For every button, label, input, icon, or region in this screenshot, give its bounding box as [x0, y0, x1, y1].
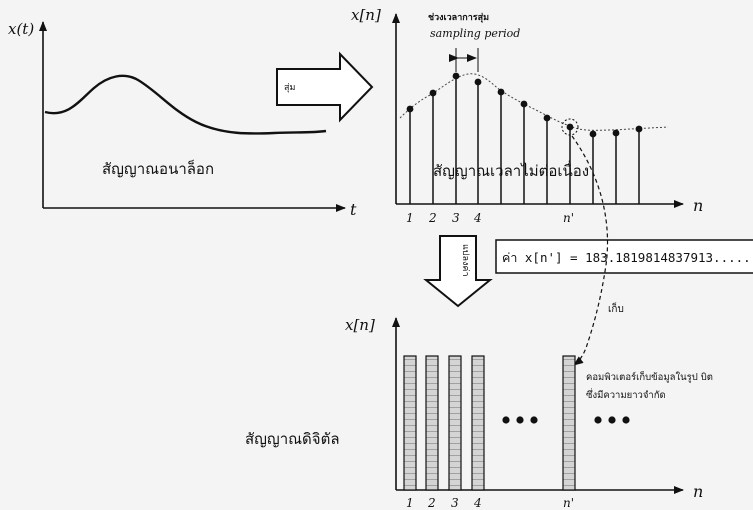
sampling-arrow: สุ่ม — [277, 54, 372, 120]
sample-point — [521, 101, 528, 108]
quantize-arrow: แปลงค่า — [426, 236, 490, 306]
discrete-caption: สัญญาณเวลาไม่ต่อเนื่อง — [433, 160, 589, 180]
discrete-envelope — [400, 74, 668, 131]
sampling-period-marker — [456, 48, 478, 72]
bit-column — [426, 356, 438, 490]
digital-note-line1: คอมพิวเตอร์เก็บข้อมูลในรูป บิต — [586, 370, 713, 383]
sampling-arrow-label: สุ่ม — [284, 83, 295, 93]
discrete-samples — [407, 73, 643, 204]
sample-point — [430, 90, 437, 97]
discrete-x-label: n — [693, 196, 703, 215]
sample-point — [590, 131, 597, 138]
ellipsis-dots-right — [594, 416, 629, 423]
analog-x-label: t — [350, 200, 357, 219]
sample-point — [498, 89, 505, 96]
analog-panel: x(t) t สัญญาณอนาล็อก — [8, 20, 357, 219]
store-label: เก็บ — [608, 301, 624, 315]
digital-tick-label: 2 — [427, 496, 436, 510]
ellipsis-dot — [530, 416, 537, 423]
value-box-text: ค่า x[n'] = 183.1819814837913...... — [502, 250, 753, 265]
ellipsis-dot — [594, 416, 601, 423]
value-box: ค่า x[n'] = 183.1819814837913...... — [496, 240, 753, 273]
digital-panel: x[n] n สัญญาณดิจิตัล คอมพิวเตอร์เก็บข้อม… — [245, 316, 713, 510]
sample-point — [567, 124, 574, 131]
bit-column — [404, 356, 416, 490]
digital-tick-label: 3 — [451, 496, 459, 510]
sample-point — [636, 126, 643, 133]
ellipsis-dots-left — [502, 416, 537, 423]
sample-point — [407, 106, 414, 113]
sample-point — [613, 130, 620, 137]
digital-tick-label: n' — [563, 496, 574, 510]
ellipsis-dot — [622, 416, 629, 423]
sample-point — [453, 73, 460, 80]
discrete-tick-label: n' — [563, 211, 574, 225]
bit-columns — [404, 356, 575, 490]
discrete-tick-label: 2 — [428, 211, 437, 225]
digital-note-line2: ซึ่งมีความยาวจำกัด — [586, 388, 666, 401]
ellipsis-dot — [608, 416, 615, 423]
digital-ticks: 1 2 3 4 n' — [406, 496, 574, 510]
digital-y-label: x[n] — [345, 316, 375, 334]
bit-column — [563, 356, 575, 490]
analog-y-label: x(t) — [8, 20, 34, 38]
discrete-tick-label: 4 — [473, 211, 482, 225]
sampling-period-label-thai: ช่วงเวลาการสุ่ม — [428, 12, 489, 23]
discrete-tick-label: 3 — [452, 211, 460, 225]
digital-tick-label: 1 — [406, 496, 414, 510]
sample-point — [544, 115, 551, 122]
discrete-tick-label: 1 — [406, 211, 414, 225]
ellipsis-dot — [502, 416, 509, 423]
discrete-panel: x[n] n ช่วงเวลาการสุ่ม sampling period — [351, 6, 703, 225]
quantize-arrow-label: แปลงค่า — [460, 244, 470, 277]
digital-caption: สัญญาณดิจิตัล — [245, 430, 340, 448]
analog-caption: สัญญาณอนาล็อก — [102, 159, 214, 178]
ellipsis-dot — [516, 416, 523, 423]
sampling-period-label: sampling period — [430, 27, 520, 40]
digital-tick-label: 4 — [473, 496, 482, 510]
sample-point — [475, 79, 482, 86]
digital-x-label: n — [693, 482, 703, 501]
discrete-ticks: 1 2 3 4 n' — [406, 211, 574, 225]
bit-column — [449, 356, 461, 490]
bit-column — [472, 356, 484, 490]
discrete-y-label: x[n] — [351, 6, 381, 24]
